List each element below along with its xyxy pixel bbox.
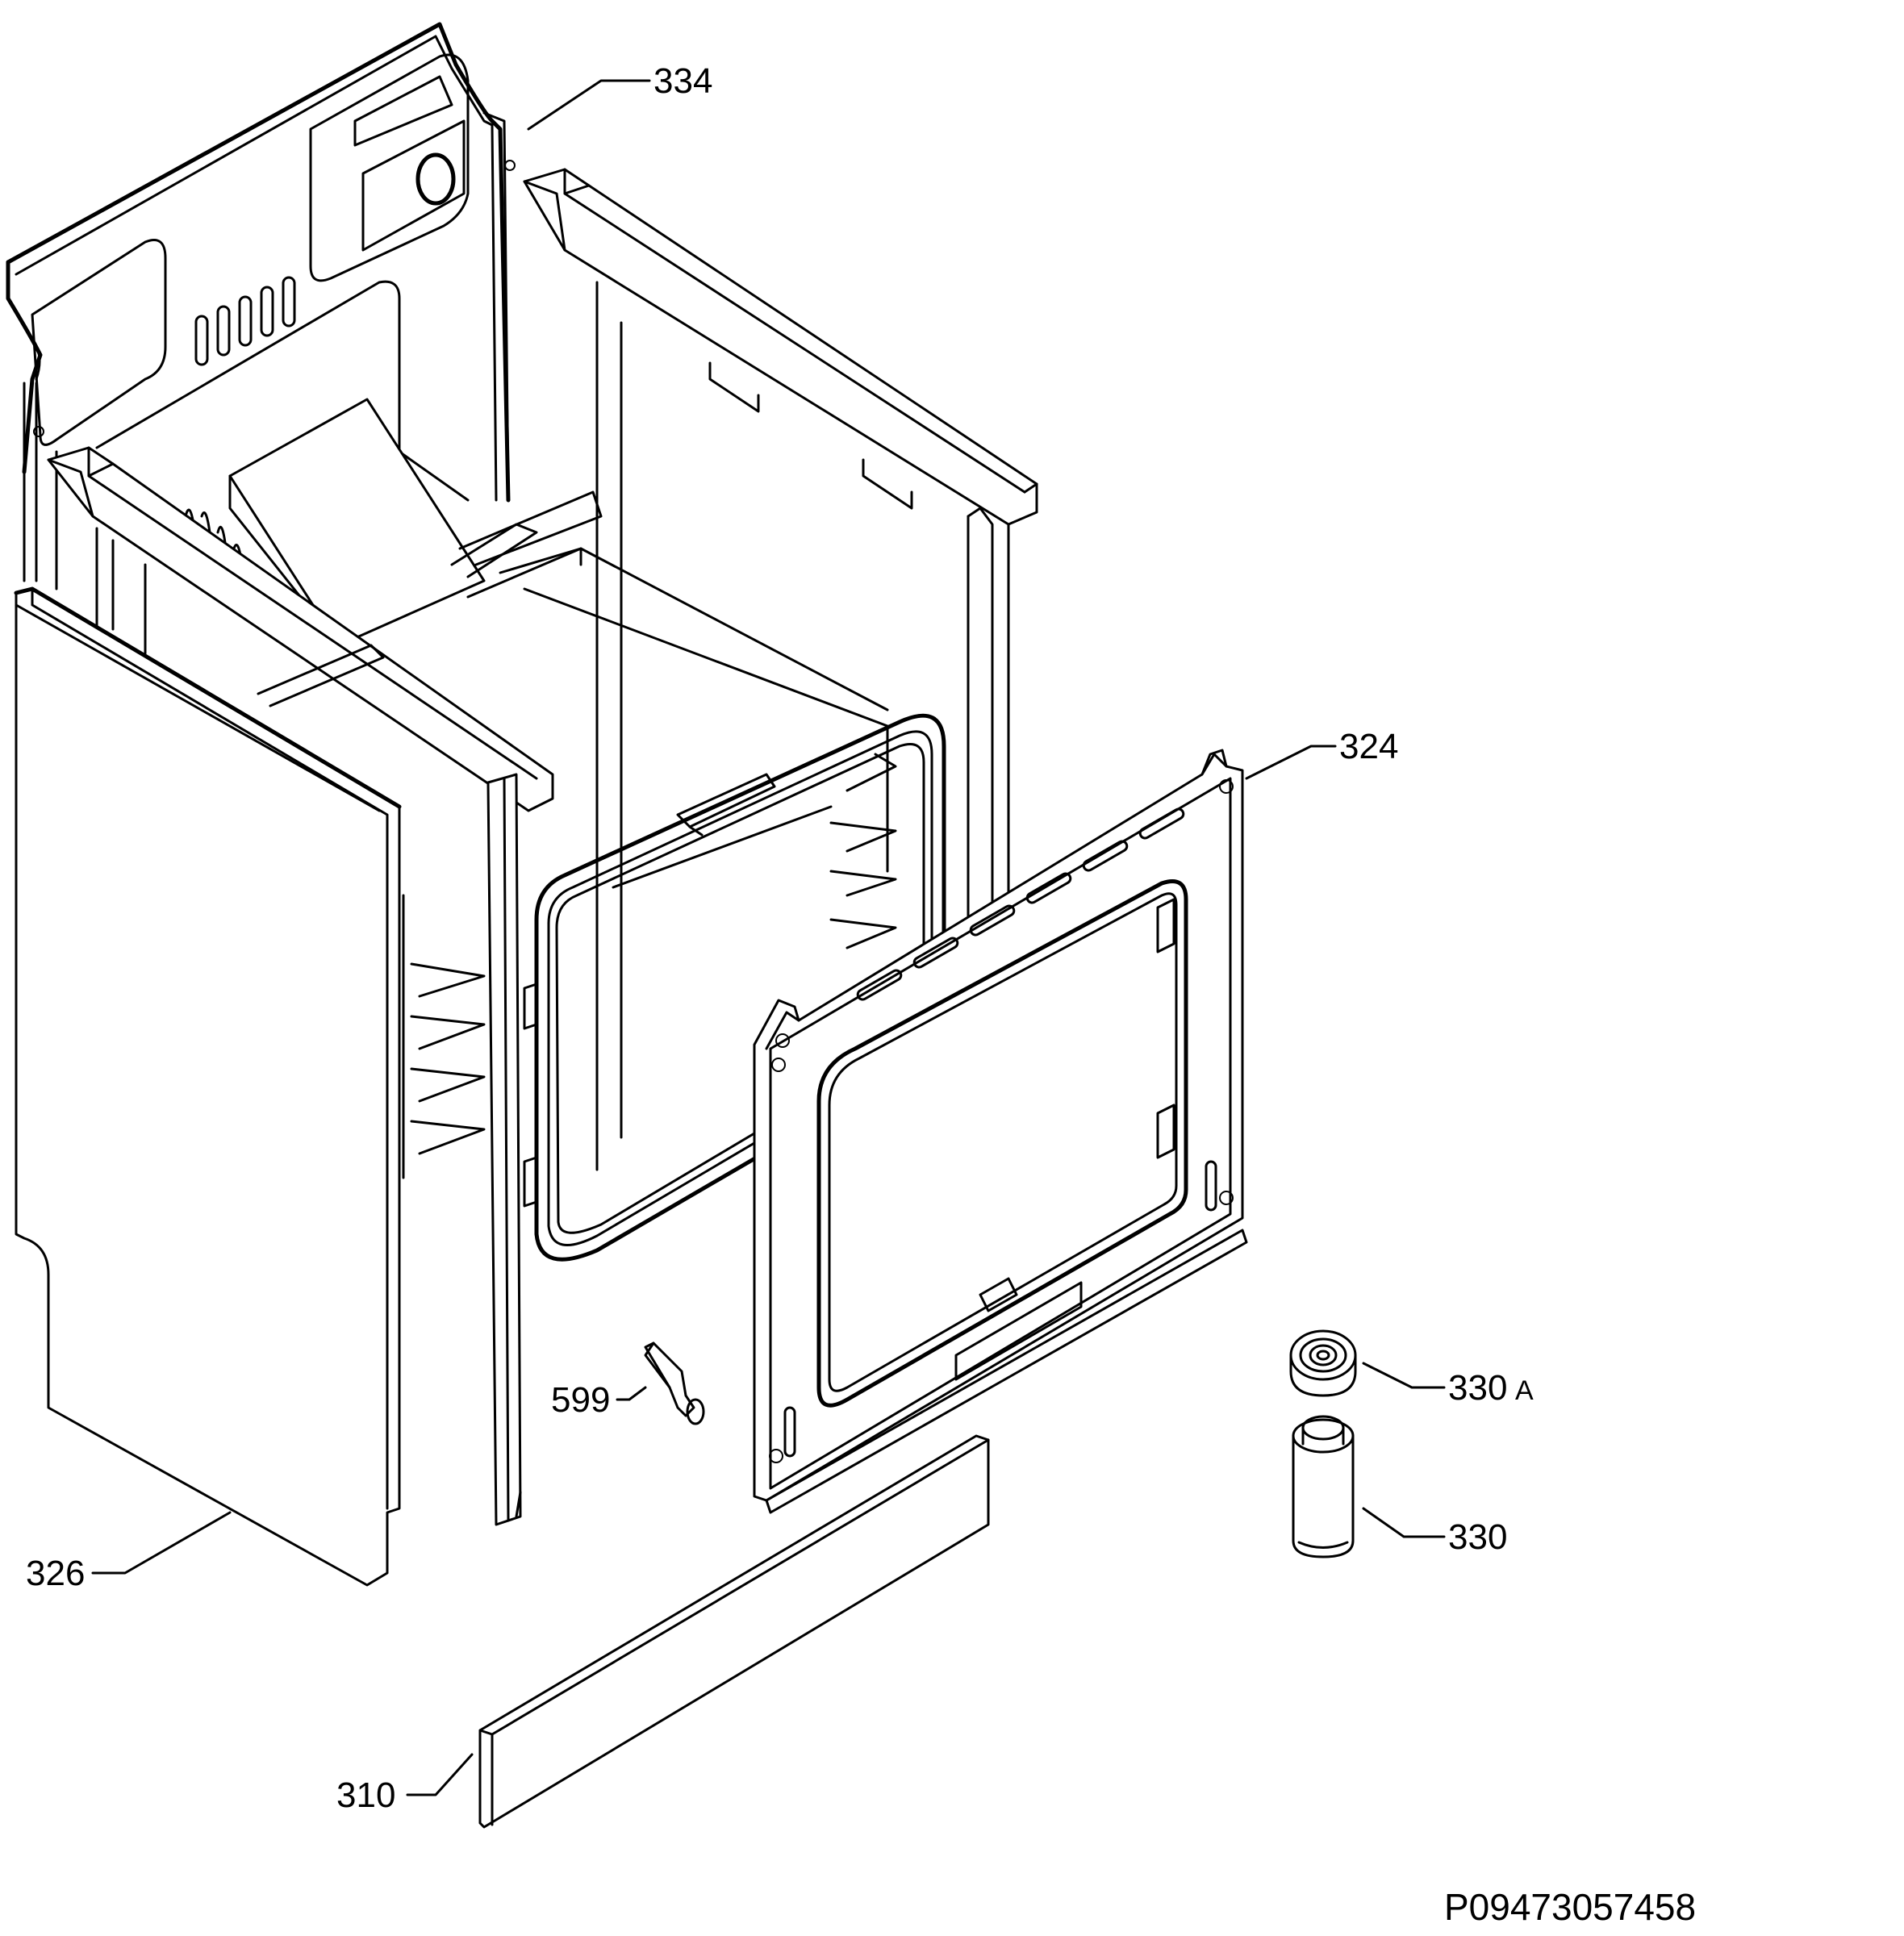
part-labels: 334 324 326 599 330 A 330 310 P094730574… xyxy=(26,61,1696,1928)
foot xyxy=(1292,1415,1355,1558)
label-599: 599 xyxy=(551,1380,610,1420)
label-324: 324 xyxy=(1339,727,1398,766)
drawing-code: P09473057458 xyxy=(1444,1886,1696,1928)
label-330a-suffix: A xyxy=(1515,1375,1534,1406)
leader-lines xyxy=(91,79,1446,1796)
label-326: 326 xyxy=(26,1554,85,1593)
side-panel xyxy=(14,586,402,1587)
label-334: 334 xyxy=(653,61,712,101)
front-frame xyxy=(753,749,1248,1514)
top-frame xyxy=(47,168,1038,1526)
label-310: 310 xyxy=(336,1775,395,1815)
plinth xyxy=(478,1434,990,1829)
vent-slots xyxy=(194,276,296,366)
label-330a: 330 xyxy=(1448,1368,1507,1408)
back-panel xyxy=(6,22,516,647)
label-330: 330 xyxy=(1448,1517,1507,1557)
clip-part xyxy=(644,1341,705,1425)
frame-top-slots xyxy=(856,807,1185,1001)
foot-spacer xyxy=(1289,1329,1357,1397)
